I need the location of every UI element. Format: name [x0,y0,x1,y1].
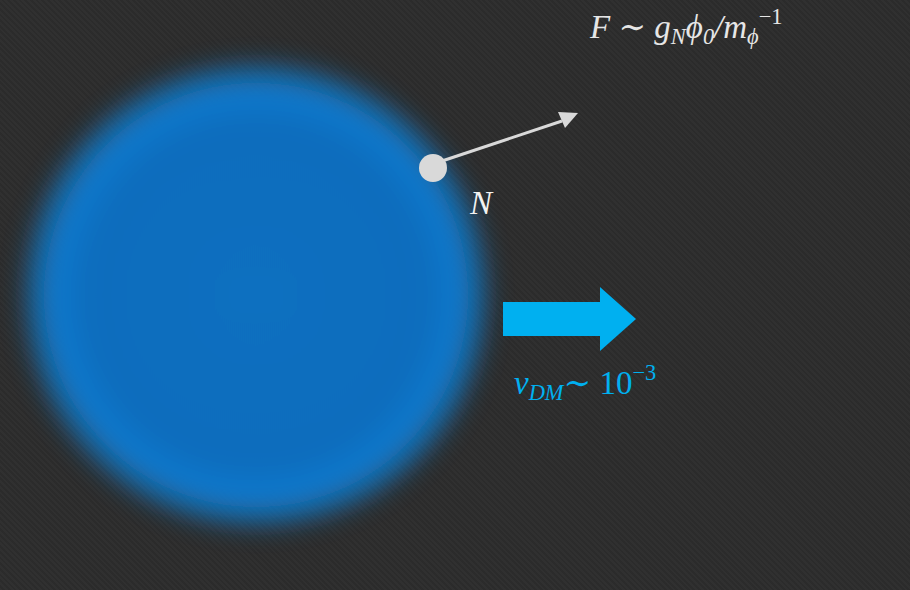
superscript: −1 [759,4,783,29]
velocity-formula: vDM∼ 10−3 [514,360,656,407]
subscript: N [671,24,686,49]
superscript: −3 [632,360,656,385]
velocity-arrow [503,302,601,336]
nucleon-label: N [470,184,492,224]
formula-text: ∼ 10 [564,365,633,401]
formula-text: F ∼ g [590,9,671,45]
subscript: DM [529,380,564,405]
nucleon-dot [419,154,447,182]
formula-text: N [470,185,492,221]
dm-glow [24,63,488,527]
formula-text: ϕ [686,9,703,45]
force-arrow [442,121,562,161]
dark-matter-clump [44,83,468,507]
velocity-arrowhead [600,287,636,351]
force-arrowhead [558,112,578,128]
force-formula: F ∼ gNϕ0/mϕ−1 [590,4,783,51]
formula-text: /m [714,9,747,45]
formula-text: v [514,365,529,401]
subscript: ϕ [747,24,759,49]
subscript: 0 [703,24,714,49]
